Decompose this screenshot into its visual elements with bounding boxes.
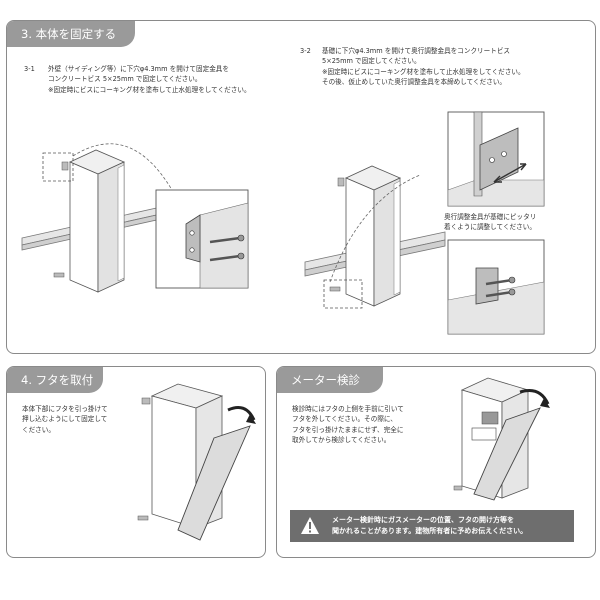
warning-triangle-icon — [301, 517, 319, 534]
section-title-meter: メーター検診 — [277, 367, 383, 393]
meter-warning-banner: メーター検針時にガスメーターの位置、フタの開け方等を 聞かれることがあります。建… — [290, 510, 574, 542]
step-3-1-number: 3-1 — [24, 65, 35, 73]
step-3-1-text: 外壁（サイディング等）に下穴φ4.3mm を開けて固定金具を コンクリートビス … — [48, 65, 251, 94]
section-title-attach-lid: 4. フタを取付 — [7, 367, 103, 393]
meter-inspection-text: 検診時にはフタの上側を手前に引いて フタを外してください。その際に、 フタを引っ… — [292, 405, 404, 445]
attach-lid-text: 本体下部にフタを引っ掛けて 押し込むようにして固定して ください。 — [22, 405, 108, 434]
step-3-2-text: 基礎に下穴φ4.3mm を開けて奥行調整金具をコンクリートビス 5×25mm で… — [322, 47, 525, 87]
bracket-adjust-note: 奥行調整金具が基礎にピッタリ 着くように調整してください。 — [444, 213, 537, 232]
section-title-fix-body: 3. 本体を固定する — [7, 21, 135, 47]
step-3-2-number: 3-2 — [300, 47, 311, 55]
meter-warning-text: メーター検針時にガスメーターの位置、フタの開け方等を 聞かれることがあります。建… — [332, 516, 528, 535]
